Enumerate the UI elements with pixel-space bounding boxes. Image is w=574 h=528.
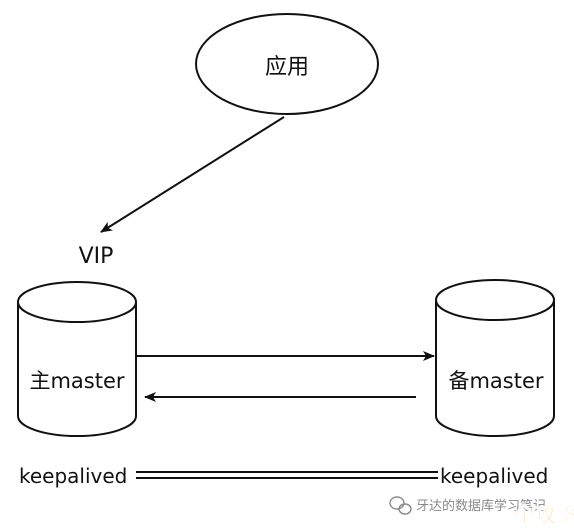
backup-master-label: 备master [448,369,543,393]
keepalived-left-label: keepalived [19,464,127,488]
backup-master-cylinder: 备master [435,279,555,437]
application-label: 应用 [265,55,309,80]
application-ellipse [195,13,379,115]
primary-master-label: 主master [29,369,124,393]
watermark: 牙达的数据库学习笔记 全攻略 [389,496,574,527]
watermark-badge: 全攻略 [513,503,574,527]
primary-master-cylinder: 主master [17,281,137,437]
keepalived-right-label: keepalived [440,464,548,488]
vip-label: VIP [79,244,114,269]
application-node: 应用 [195,13,379,115]
app-to-vip-arrow [100,116,285,233]
watermark-source-text: 牙达的数据库学习笔记 [416,498,546,514]
wechat-icon [389,496,412,515]
